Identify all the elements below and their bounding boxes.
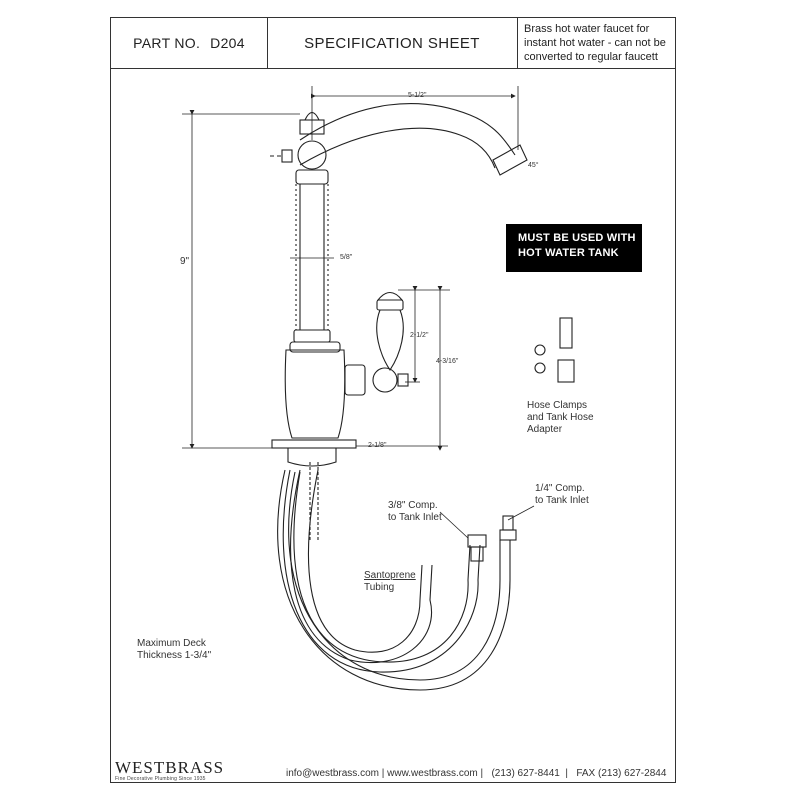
part-number: D204 [210,35,245,51]
separator: | [562,768,574,779]
handle-to-base-dimension: 4-3/16" [436,358,459,365]
comp-14-label: 1/4" Comp. to Tank Inlet [535,483,589,507]
deck-thickness-label: Maximum Deck Thickness 1-3/4" [137,638,211,662]
note-line-3: converted to regular faucett [524,51,658,63]
warning-line-2: HOT WATER TANK [518,247,619,259]
tubing-label: Santoprene Tubing [364,570,416,594]
spout-angle-dimension: 45° [528,162,539,169]
comp-38-line-1: 3/8" Comp. [388,500,438,511]
spout-reach-dimension: 5-1/2" [408,92,427,99]
clamps-line-3: Adapter [527,424,563,435]
hose-clamps-label: Hose Clamps and Tank Hose Adapter [527,400,594,436]
comp-38-label: 3/8" Comp. to Tank Inlet [388,500,442,524]
separator: | [381,768,388,779]
clamps-line-2: and Tank Hose [527,412,594,423]
comp-38-line-2: to Tank Inlet [388,512,442,523]
brand-name: WESTBRASS [115,758,225,777]
brand-tagline: Fine Decorative Plumbing Since 1935 [115,776,206,782]
base-dimension: 2-1/8" [368,442,387,449]
body-diameter-dimension: 5/8" [340,254,353,261]
note-line-2: instant hot water - can not be [524,37,666,49]
fax-number: FAX (213) 627-2844 [576,768,667,779]
website-link[interactable]: www.westbrass.com [387,768,478,779]
email-link[interactable]: info@westbrass.com [286,768,379,779]
header-row: PART NO. D204 SPECIFICATION SHEET Brass … [111,18,675,69]
deck-line-1: Maximum Deck [137,638,206,649]
tubing-line-1: Santoprene [364,570,416,581]
part-label: PART NO. [133,35,201,51]
comp-14-line-2: to Tank Inlet [535,495,589,506]
note-line-1: Brass hot water faucet for [524,23,650,35]
spec-sheet-frame: PART NO. D204 SPECIFICATION SHEET Brass … [110,17,676,783]
product-note: Brass hot water faucet for instant hot w… [518,18,676,68]
part-number-cell: PART NO. D204 [111,18,268,68]
handle-height-dimension: 2-1/2" [410,332,429,339]
clamps-line-1: Hose Clamps [527,400,588,411]
warning-line-1: MUST BE USED WITH [518,232,636,244]
footer-contact: info@westbrass.com | www.westbrass.com |… [286,768,666,779]
deck-line-2: Thickness 1-3/4" [137,650,212,661]
westbrass-logo: WESTBRASS Fine Decorative Plumbing Since… [115,758,224,782]
sheet-title: SPECIFICATION SHEET [267,18,518,68]
phone-number: (213) 627-8441 [491,768,560,779]
separator: | [480,768,489,779]
tubing-line-2: Tubing [364,582,395,593]
height-dimension: 9" [180,256,190,267]
hot-water-warning-badge: MUST BE USED WITH HOT WATER TANK [506,224,642,272]
comp-14-line-1: 1/4" Comp. [535,483,585,494]
